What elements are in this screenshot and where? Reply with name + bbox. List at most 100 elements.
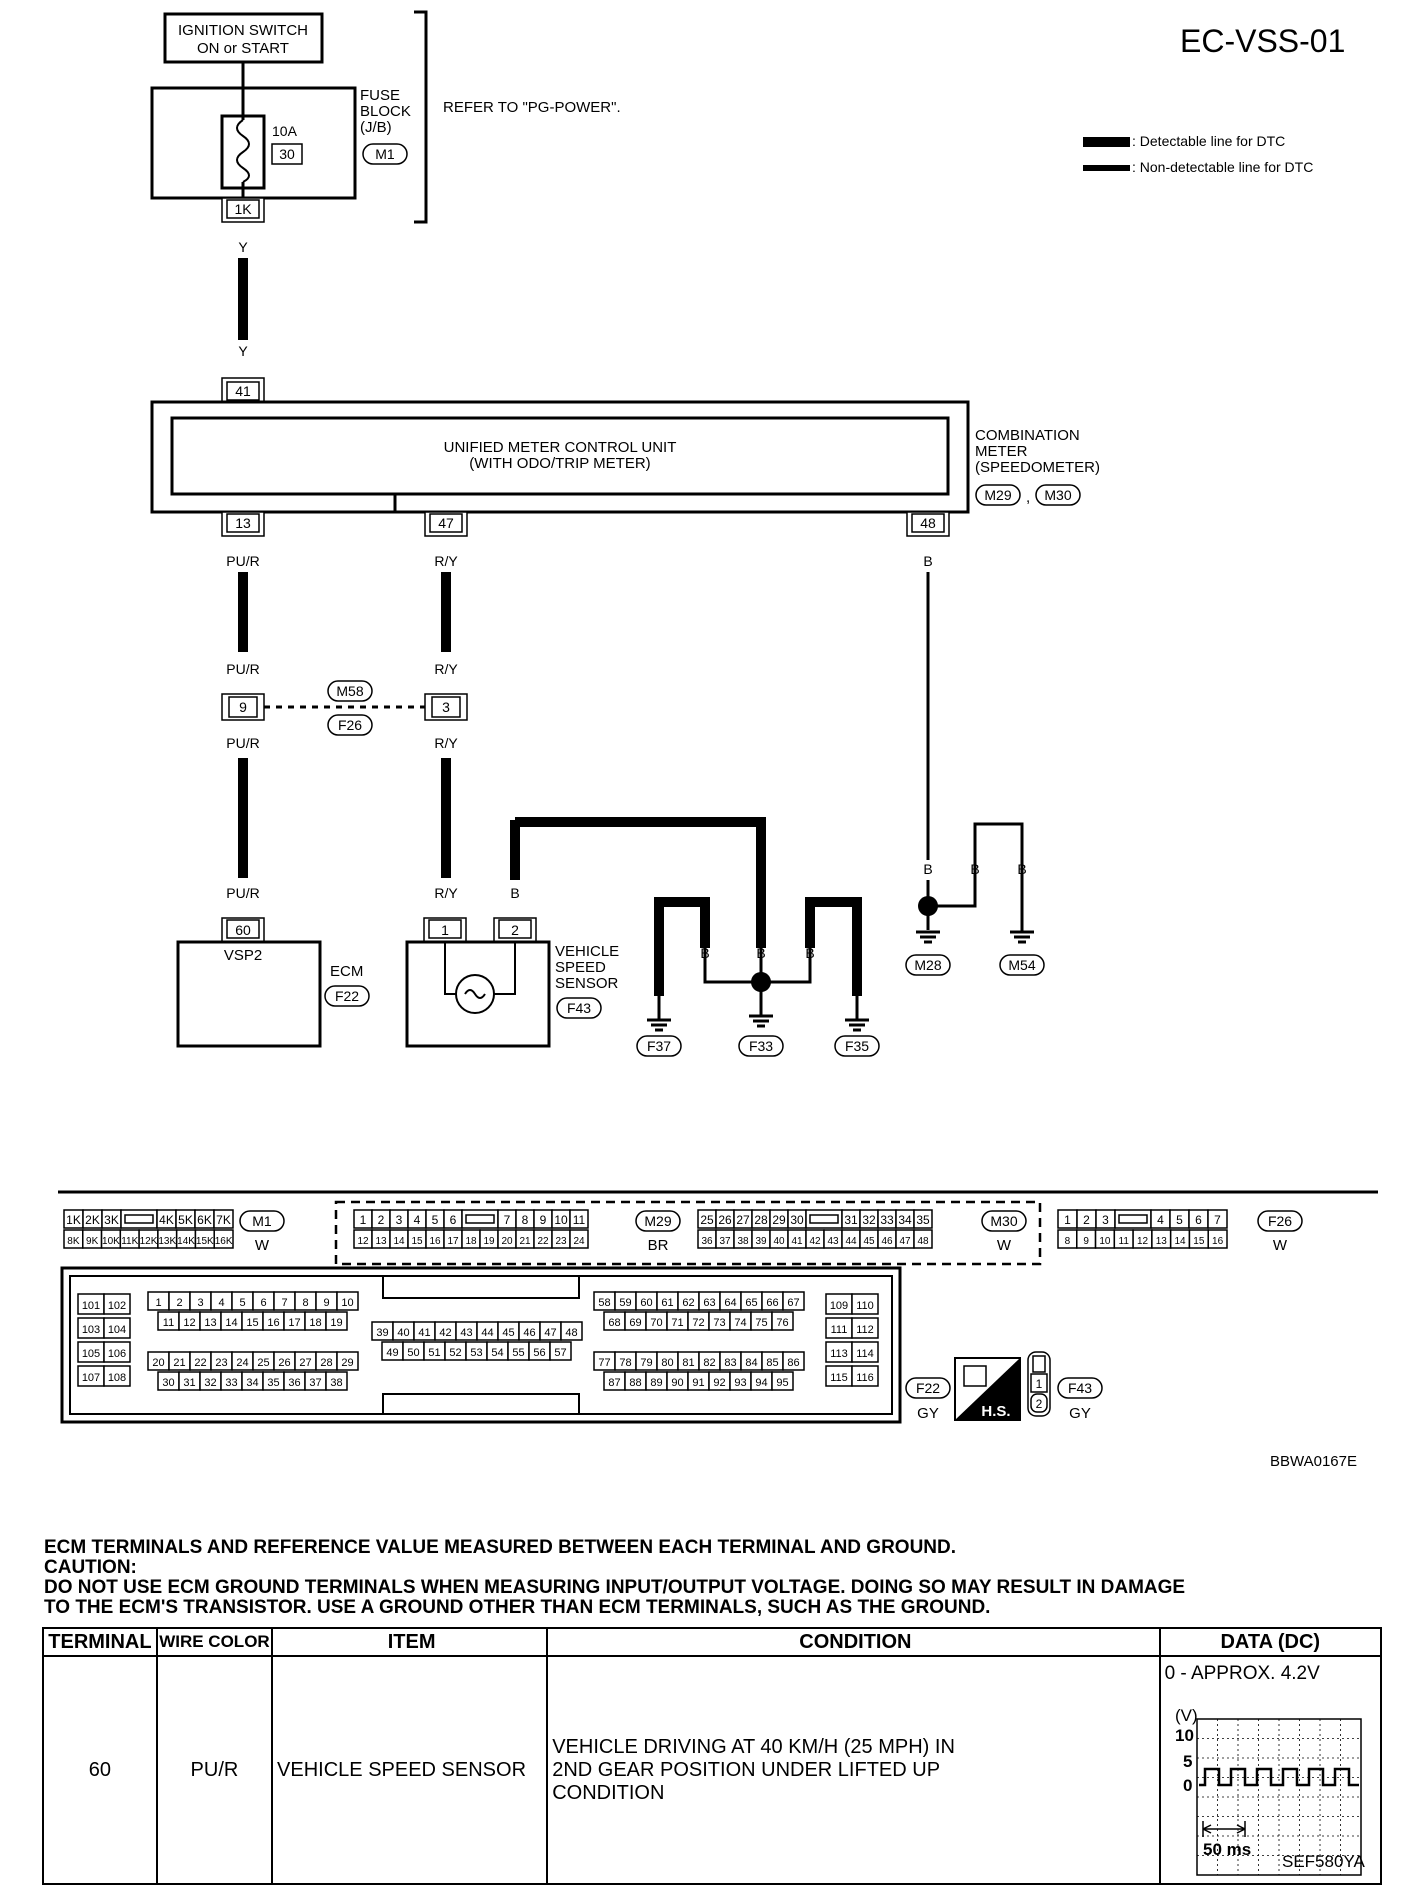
ignition-switch: IGNITION SWITCH ON or START	[163, 12, 324, 64]
ground-m28: M28	[914, 957, 941, 973]
connector-pin: 10	[554, 1213, 568, 1227]
svg-text:9: 9	[239, 699, 247, 715]
connector-color: BR	[648, 1237, 669, 1254]
connector-pin: 9	[323, 1297, 329, 1309]
connector-pin: 51	[428, 1347, 440, 1359]
connector-pin: 39	[376, 1327, 388, 1339]
fuse-rating: 10A	[272, 123, 298, 139]
hs-symbol: H.S.	[954, 1357, 1021, 1421]
connector-pin: 16K	[215, 1236, 233, 1247]
connector-pin: 30	[162, 1377, 174, 1389]
connector-pin: 72	[692, 1317, 704, 1329]
connector-pin: 20	[501, 1236, 513, 1247]
connector-pin: 44	[845, 1236, 857, 1247]
meter-connector-m30: M30	[1044, 487, 1071, 503]
connector-pin: 41	[791, 1236, 803, 1247]
connector-pin: 73	[713, 1317, 725, 1329]
connector-pin: 79	[640, 1357, 652, 1369]
connector-pin: 12	[357, 1236, 369, 1247]
ground-f33: F33	[749, 1038, 773, 1054]
connector-pin: 11K	[121, 1236, 138, 1247]
vss-label1: VEHICLE	[555, 943, 619, 960]
cell-item: VEHICLE SPEED SENSOR	[271, 1655, 549, 1885]
hs-label: H.S.	[981, 1403, 1010, 1420]
connector-pin: 76	[776, 1317, 788, 1329]
connector-pin: 2	[1083, 1213, 1090, 1227]
wire-label-pur-4: PU/R	[226, 885, 259, 901]
connector-pin: 80	[661, 1357, 673, 1369]
vss-label3: SENSOR	[555, 975, 619, 992]
meter-label3: (SPEEDOMETER)	[975, 459, 1100, 476]
connector-pin: 10	[1099, 1236, 1111, 1247]
connector-pin: 26	[278, 1357, 290, 1369]
connector-pin: 115	[830, 1372, 848, 1384]
condition-line3: CONDITION	[552, 1781, 665, 1804]
vss-pin1: 1	[441, 922, 449, 938]
ground-m54: M54	[1008, 957, 1035, 973]
wire-label-b-2: B	[700, 945, 709, 961]
connector-pin: 3	[1102, 1213, 1109, 1227]
connector-pin: 8	[302, 1297, 308, 1309]
connector-pin: 34	[898, 1213, 912, 1227]
legend-non-detectable: : Non-detectable line for DTC	[1132, 159, 1313, 175]
connector-pin: 95	[776, 1377, 788, 1389]
combination-meter: 41 UNIFIED METER CONTROL UNIT (WITH ODO/…	[150, 377, 1100, 514]
connector-pin: 14	[225, 1317, 237, 1329]
connector-pin: 8	[1065, 1236, 1071, 1247]
connector-pin: 70	[650, 1317, 662, 1329]
connector-pin: 41	[418, 1327, 430, 1339]
wire-label-pur-3: PU/R	[226, 735, 259, 751]
connector-pin: 16	[267, 1317, 279, 1329]
connector-pin: 12K	[140, 1236, 158, 1247]
fuse-block-label2: BLOCK	[360, 103, 411, 120]
connector-pin: 9K	[86, 1236, 99, 1247]
connector-id: M29	[644, 1213, 671, 1229]
connector-pin: 47	[544, 1327, 556, 1339]
meter-connector-comma: ,	[1026, 489, 1030, 506]
connector-pin: 106	[108, 1348, 126, 1360]
connector-pin: 22	[537, 1236, 549, 1247]
connector-pin: 104	[108, 1324, 126, 1336]
connector-pin: 30	[790, 1213, 804, 1227]
connector-pin: 5K	[178, 1213, 193, 1227]
data-value: 0 - APPROX. 4.2V	[1164, 1663, 1320, 1684]
connector-pin: 57	[554, 1347, 566, 1359]
connector-pin: 9	[1083, 1236, 1089, 1247]
connector-pin: 3K	[104, 1213, 119, 1227]
connector-pin: 45	[863, 1236, 875, 1247]
connector-pin: 2	[378, 1213, 385, 1227]
wire-label-y-bottom: Y	[238, 343, 248, 359]
connector-pin: 29	[772, 1213, 786, 1227]
oscilloscope-waveform: (V) 10 5 0 50 ms	[1175, 1706, 1362, 1876]
connector-pin: 33	[880, 1213, 894, 1227]
ground-f37: F37	[647, 1038, 671, 1054]
ecm-terminal-notes: ECM TERMINALS AND REFERENCE VALUE MEASUR…	[44, 1538, 1364, 1618]
svg-text:F26: F26	[338, 717, 362, 733]
wire-label-b-3: B	[756, 945, 765, 961]
connector-color: W	[1273, 1237, 1288, 1254]
connector-pin: 62	[682, 1297, 694, 1309]
joint-connector-label-f26: F26	[327, 714, 373, 736]
meter-connector-m29: M29	[984, 487, 1011, 503]
f43-pin1: 1	[1036, 1377, 1043, 1391]
connector-pin: 23	[215, 1357, 227, 1369]
connector-pin: 4K	[159, 1213, 174, 1227]
connector-pin: 38	[737, 1236, 749, 1247]
connector-pin: 16	[429, 1236, 441, 1247]
header-condition: CONDITION	[546, 1627, 1161, 1657]
connector-pin: 29	[341, 1357, 353, 1369]
connector-pin: 71	[671, 1317, 683, 1329]
connector-pin: 2	[176, 1297, 182, 1309]
connector-pin: 87	[608, 1377, 620, 1389]
wire-label-b-5: B	[852, 945, 861, 961]
connector-pin: 52	[449, 1347, 461, 1359]
connector-pin: 9	[540, 1213, 547, 1227]
connector-pin: 36	[701, 1236, 713, 1247]
scope-y0: 0	[1183, 1776, 1192, 1795]
connector-pin: 1	[360, 1213, 367, 1227]
connector-pin: 5	[239, 1297, 245, 1309]
connector-pin: 20	[152, 1357, 164, 1369]
connector-pin: 27	[299, 1357, 311, 1369]
connector-pin: 108	[108, 1372, 126, 1384]
connector-pin: 8	[522, 1213, 529, 1227]
